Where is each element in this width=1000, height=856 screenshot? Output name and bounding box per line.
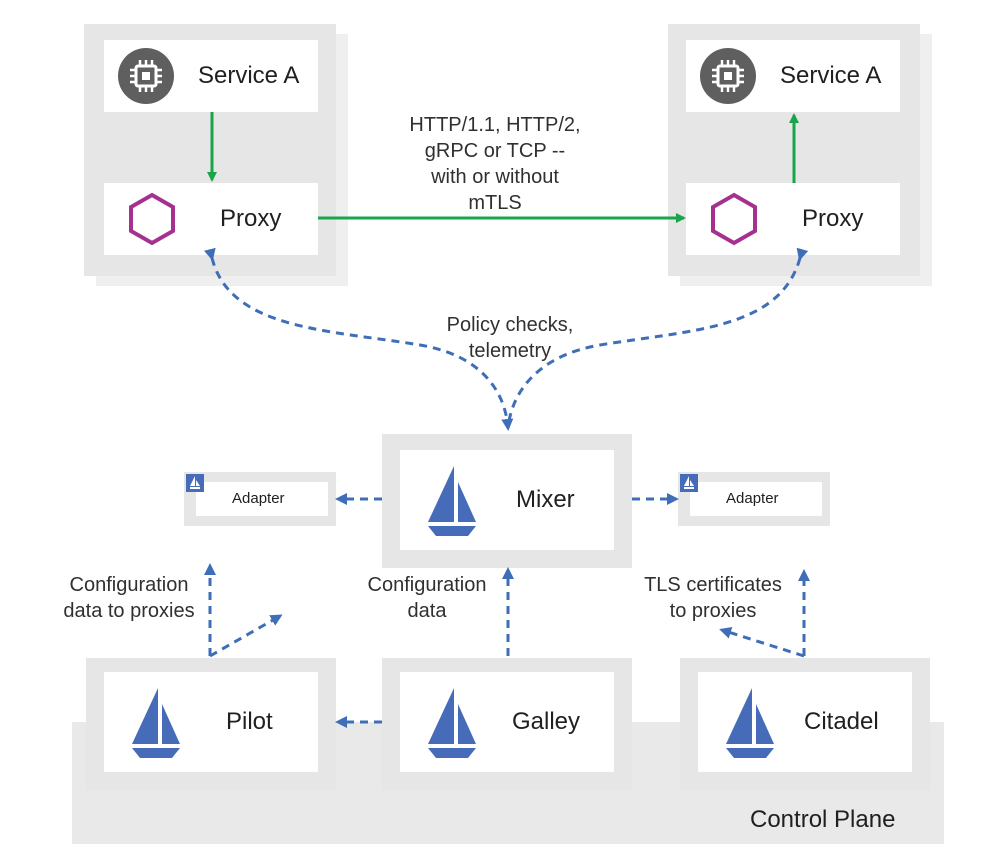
sailboat-icon (128, 688, 184, 760)
control-plane-label: Control Plane (750, 806, 896, 833)
chip-icon (700, 48, 756, 104)
note-line: TLS certificates (644, 574, 782, 596)
galley-label: Galley (512, 708, 581, 735)
sailboat-icon (186, 474, 204, 492)
left-proxy-mixer-link (203, 247, 514, 431)
sailboat-icon (424, 466, 480, 538)
left-service-card[interactable]: Service A (104, 40, 318, 112)
note-line: to proxies (669, 600, 757, 622)
chip-icon (118, 48, 174, 104)
sailboat-icon (680, 474, 698, 492)
right-adapter-label: Adapter (726, 490, 779, 507)
left-adapter-card[interactable]: Adapter (196, 482, 328, 516)
traffic-label-line: with or without (431, 166, 559, 188)
right-service-card[interactable]: Service A (686, 40, 900, 112)
pilot-config-note: Configuration data to proxies (44, 572, 214, 624)
galley-card[interactable]: Galley (400, 672, 614, 772)
sailboat-icon (722, 688, 778, 760)
hexagon-icon (706, 191, 762, 247)
citadel-diagonal-link (719, 627, 805, 658)
traffic-label-line: HTTP/1.1, HTTP/2, (409, 114, 581, 136)
traffic-label-line: gRPC or TCP -- (424, 140, 566, 162)
note-line: data to proxies (63, 600, 195, 622)
note-line: Configuration (367, 574, 487, 596)
right-proxy-mixer-link (506, 247, 809, 429)
citadel-card[interactable]: Citadel (698, 672, 912, 772)
citadel-label: Citadel (804, 708, 879, 735)
pilot-label: Pilot (226, 708, 273, 735)
right-proxy-card[interactable]: Proxy (686, 183, 900, 255)
left-proxy-label: Proxy (220, 205, 282, 232)
note-line: Configuration (69, 574, 189, 596)
left-proxy-card[interactable]: Proxy (104, 183, 318, 255)
right-adapter-card[interactable]: Adapter (690, 482, 822, 516)
note-line: data (407, 600, 447, 622)
citadel-tls-note: TLS certificates to proxies (628, 572, 798, 624)
mixer-card[interactable]: Mixer (400, 450, 614, 550)
hexagon-icon (124, 191, 180, 247)
traffic-label-line: mTLS (468, 192, 522, 214)
right-service-label: Service A (780, 62, 882, 89)
mixer-label: Mixer (516, 486, 575, 513)
left-adapter-label: Adapter (232, 490, 285, 507)
left-service-label: Service A (198, 62, 300, 89)
pilot-diagonal-link (209, 614, 283, 658)
traffic-label: HTTP/1.1, HTTP/2, gRPC or TCP -- with or… (390, 112, 600, 216)
sailboat-icon (424, 688, 480, 760)
galley-config-note: Configuration data (352, 572, 502, 624)
pilot-card[interactable]: Pilot (104, 672, 318, 772)
right-proxy-label: Proxy (802, 205, 864, 232)
